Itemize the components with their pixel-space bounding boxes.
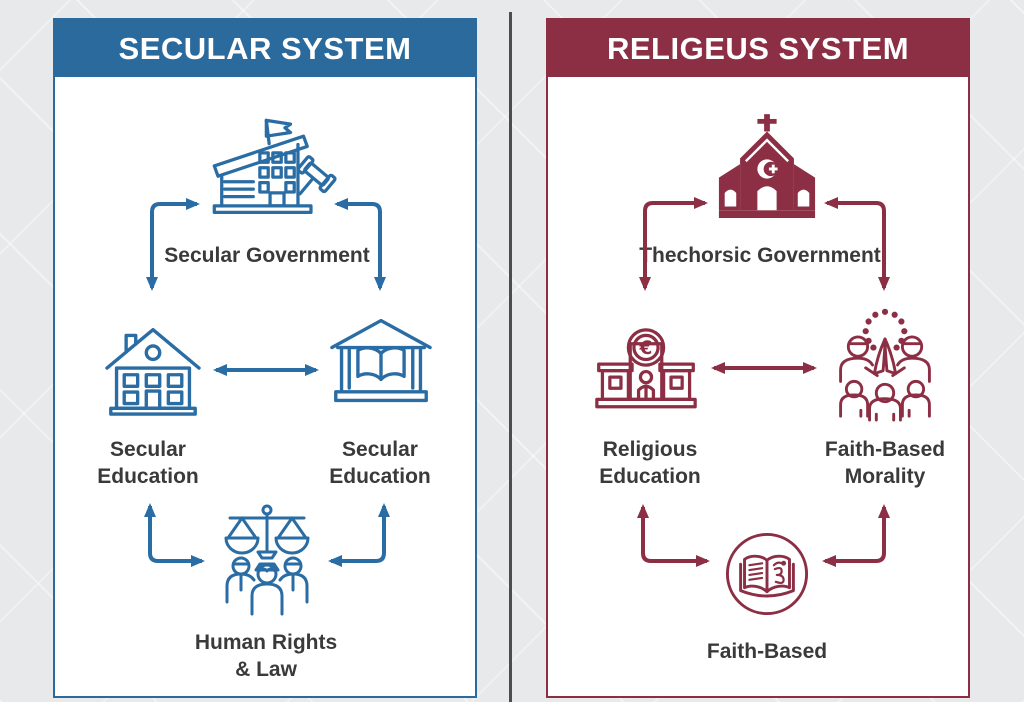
faith-based-scripture-label: Faith-Based: [706, 640, 828, 663]
human-rights-law-label: Human Rights & Law: [194, 631, 338, 681]
open-book-pavilion-icon: [330, 318, 432, 403]
praying-congregation-icon: [839, 308, 931, 422]
euro-symbol: €: [639, 338, 653, 359]
religious-education-label: Religious Education: [599, 438, 701, 488]
religious-panel: RELIGEUS SYSTEM Thechorsic Governm: [546, 18, 970, 698]
theocratic-government-label: Thechorsic Government: [639, 244, 881, 267]
secular-education-book-label: Secular Education: [329, 438, 431, 488]
panel-divider: [509, 12, 512, 702]
secular-title: SECULAR SYSTEM: [118, 30, 412, 66]
government-building-gavel-icon: [212, 118, 337, 215]
secular-education-house-label: Secular Education: [97, 438, 199, 488]
religious-title: RELIGEUS SYSTEM: [606, 30, 910, 66]
faith-based-morality-label: Faith-Based Morality: [824, 438, 946, 488]
schoolhouse-icon: [105, 327, 201, 416]
holy-book-om-icon: [725, 532, 809, 616]
scales-of-justice-people-icon: [224, 504, 310, 616]
secular-header: SECULAR SYSTEM: [55, 20, 475, 77]
secular-panel: SECULAR SYSTEM: [53, 18, 477, 698]
religious-school-euro-icon: €: [595, 328, 697, 409]
secular-government-label: Secular Government: [164, 244, 370, 267]
church-icon: [718, 114, 816, 218]
religious-header: RELIGEUS SYSTEM: [548, 20, 968, 77]
